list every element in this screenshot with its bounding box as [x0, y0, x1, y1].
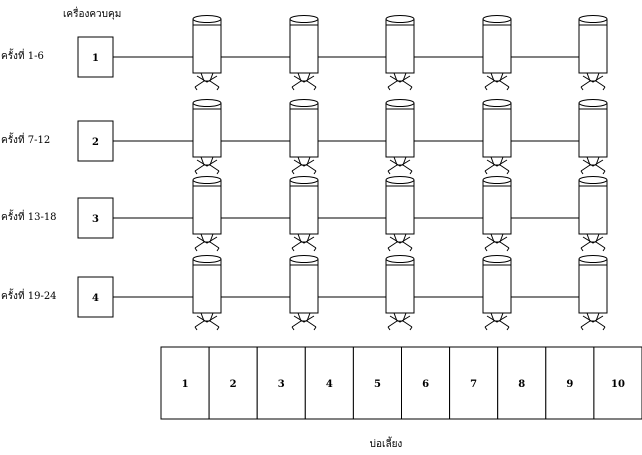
- pond-number: 4: [326, 379, 333, 390]
- pond-box: 10: [593, 346, 642, 420]
- pond-box: 7: [449, 346, 499, 420]
- controller-row: ครั้งที่ 13-18 3: [1, 176, 608, 252]
- feeder-tank: [578, 99, 608, 175]
- controller-title: เครื่องควบคุม: [63, 6, 121, 20]
- feeder-tank: [192, 15, 222, 91]
- feeder-tank: [578, 255, 608, 331]
- controller-number: 3: [92, 214, 99, 225]
- feeder-tank: [289, 15, 319, 91]
- feeder-tank: [385, 15, 415, 91]
- feeder-tank: [385, 99, 415, 175]
- pond-box: 6: [401, 346, 451, 420]
- feeder-tank: [289, 99, 319, 175]
- controller-row: ครั้งที่ 19-24 4: [1, 255, 608, 331]
- row-label: ครั้งที่ 13-18: [1, 209, 57, 223]
- feeder-tank: [289, 255, 319, 331]
- pond-number: 9: [566, 379, 573, 390]
- pond-box: 9: [545, 346, 595, 420]
- ponds-label: บ่อเลี้ยง: [370, 436, 403, 450]
- pond-box: 3: [256, 346, 306, 420]
- row-label: ครั้งที่ 19-24: [1, 288, 57, 302]
- controller-box: [77, 276, 114, 318]
- controller-number: 2: [92, 137, 99, 148]
- pond-number: 2: [230, 379, 237, 390]
- pond-box: 1: [160, 346, 210, 420]
- feeder-tank: [482, 176, 512, 252]
- pond-number: 6: [422, 379, 429, 390]
- feeder-tank: [192, 255, 222, 331]
- feeder-tank: [385, 255, 415, 331]
- controller-row: ครั้งที่ 7-12 2: [1, 99, 608, 175]
- pond-number: 7: [470, 379, 477, 390]
- pond-number: 8: [518, 379, 525, 390]
- feeder-tank: [482, 15, 512, 91]
- row-label: ครั้งที่ 1-6: [1, 48, 44, 62]
- row-label: ครั้งที่ 7-12: [1, 132, 50, 146]
- controller-number: 4: [92, 293, 99, 304]
- controller-row: ครั้งที่ 1-6 1: [1, 15, 608, 91]
- pond-box: 8: [497, 346, 547, 420]
- pond-number: 5: [374, 379, 381, 390]
- feeder-tank: [289, 176, 319, 252]
- pond-number: 10: [611, 379, 625, 390]
- pond-box: 2: [208, 346, 258, 420]
- feeder-tank: [385, 176, 415, 252]
- controller-rows: ครั้งที่ 1-6 1 ครั้งที่ 7-12 2 ครั้งที่ 13-1…: [1, 15, 608, 331]
- pond-number: 3: [278, 379, 285, 390]
- feeder-tank: [578, 15, 608, 91]
- feeder-tank: [192, 176, 222, 252]
- feeder-tank: [482, 99, 512, 175]
- controller-number: 1: [92, 53, 99, 64]
- pond-row: 1 2 3 4 5 6 7 8 9 10: [160, 346, 642, 420]
- pond-box: 4: [304, 346, 354, 420]
- controller-box: [77, 197, 114, 239]
- controller-box: [77, 36, 114, 78]
- pond-box: 5: [352, 346, 402, 420]
- feeder-tank: [482, 255, 512, 331]
- feeder-tank: [192, 99, 222, 175]
- pond-number: 1: [182, 379, 189, 390]
- feeder-tank: [578, 176, 608, 252]
